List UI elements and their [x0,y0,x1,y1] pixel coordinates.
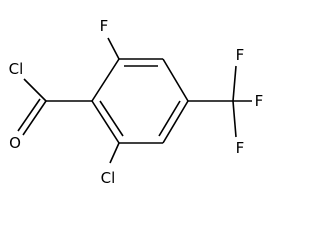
bond-ring-c3-c4 [162,58,189,102]
atom-label-cf3-f-top: F [236,46,245,64]
molecule-drawing: Cl O F Cl F F F [9,17,264,187]
bond-ring-c4-c5-inner [158,100,181,137]
bond-ring-c1-c2 [91,58,120,102]
bond-ring-c6-c1-inner [99,100,124,137]
atom-label-carbonyl-o: O [9,134,21,152]
bond-ring-c6-c1 [91,100,120,144]
bond-ring-c4-c5 [162,100,189,144]
structure-canvas: Cl O F Cl F F F [8,17,264,187]
bond-cf3-f-top [232,65,237,102]
atom-label-ortho-cl: Cl [101,169,116,187]
atom-label-ortho-f: F [100,17,109,35]
atom-label-acyl-cl: Cl [9,60,24,78]
atom-label-cf3-f-right: F [255,92,264,110]
bond-c2-f [107,37,120,60]
bond-cf3-f-bottom [232,100,237,138]
bond-c6-cl [109,142,120,164]
bond-carbonyl-o-inner [17,98,41,132]
bond-carbonyl-o-outer [22,100,47,136]
atom-label-cf3-f-bottom: F [236,139,245,157]
bond-carbonyl-cl [23,78,47,102]
